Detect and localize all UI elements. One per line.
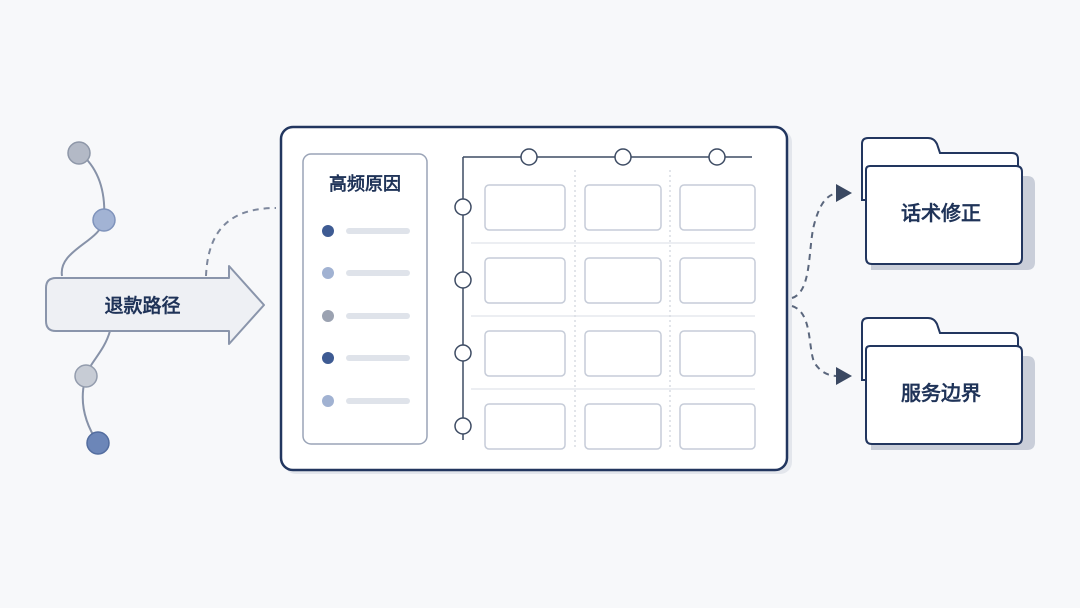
connector-arrowhead (836, 367, 852, 385)
connector-board-to-folder-2 (791, 305, 839, 377)
grid-cell (484, 184, 566, 231)
grid-cell (584, 257, 662, 304)
grid-cell (679, 330, 756, 377)
row-node (454, 344, 472, 362)
reason-bullet (322, 352, 334, 364)
reason-bar (346, 398, 410, 404)
path-node-2 (92, 208, 116, 232)
column-node (708, 148, 726, 166)
path-arrow (45, 265, 265, 345)
grid-cell (584, 330, 662, 377)
grid-area (454, 148, 756, 450)
refund-path-label: 退款路径 (104, 295, 181, 317)
reasons-panel-title: 高频原因 (329, 174, 401, 195)
row-node (454, 271, 472, 289)
grid-cell (584, 403, 662, 450)
reason-bullet (322, 310, 334, 322)
reason-bar (346, 313, 410, 319)
reasons-panel (302, 153, 428, 445)
folder-front (865, 345, 1023, 445)
reason-bullet (322, 225, 334, 237)
folder-front (865, 165, 1023, 265)
reason-bullet (322, 267, 334, 279)
folder-2 (861, 317, 1035, 450)
connector-arrow-to-board (205, 207, 277, 277)
folder-1-label: 话术修正 (901, 201, 981, 225)
connector-arrowhead (836, 184, 852, 202)
grid-cell (679, 257, 756, 304)
folder-2-label: 服务边界 (901, 381, 981, 405)
reason-list (322, 225, 410, 407)
reason-bar (346, 355, 410, 361)
grid-cell (679, 184, 756, 231)
path-node-1 (67, 141, 91, 165)
column-node (520, 148, 538, 166)
row-node (454, 198, 472, 216)
connector-board-to-folder-1 (791, 192, 841, 299)
grid-cell (484, 403, 566, 450)
path-node-3 (74, 364, 98, 388)
grid-cell (584, 184, 662, 231)
reason-bullet (322, 395, 334, 407)
grid-cell (679, 403, 756, 450)
reason-bar (346, 228, 410, 234)
reason-bar (346, 270, 410, 276)
path-node-4 (86, 431, 110, 455)
grid-cell (484, 257, 566, 304)
grid-cell (484, 330, 566, 377)
column-node (614, 148, 632, 166)
folder-1 (861, 137, 1035, 270)
row-node (454, 417, 472, 435)
